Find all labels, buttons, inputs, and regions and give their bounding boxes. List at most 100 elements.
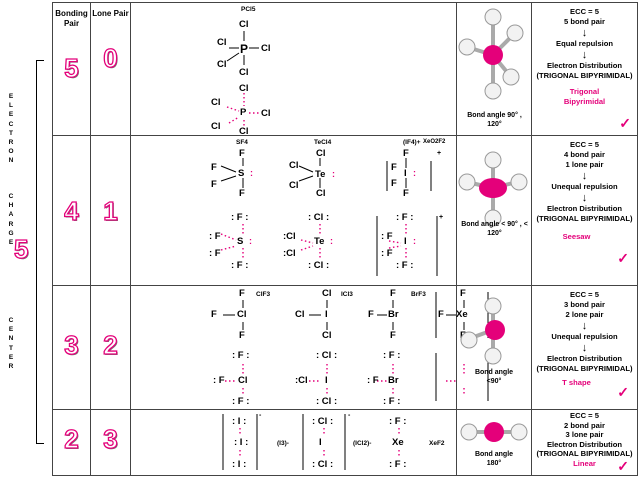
repulsion-type: Equal repulsion (556, 39, 613, 48)
seesaw-model (458, 151, 528, 227)
atom-label: : F : (389, 416, 407, 427)
side-letter: L (9, 102, 13, 110)
ecc-cell: ECC = 5 3 bond pair 2 lone pair ↓ Unequa… (531, 285, 638, 410)
atom-label: Te (315, 169, 326, 180)
down-arrow-icon: ↓ (581, 27, 588, 39)
molecular-geometry: Trigonal Bipyrimidal (563, 87, 606, 106)
atom-label: Cl (316, 188, 326, 199)
check-icon: ✓ (617, 458, 629, 474)
down-arrow-icon: ↓ (581, 49, 588, 61)
bond-lines (226, 31, 259, 129)
ecc-description: ECC = 5 2 bond pair 3 lone pair Electron… (532, 410, 637, 469)
atom-label: F (390, 288, 396, 299)
bond-pair-count: 5 bond pair (564, 17, 605, 26)
down-arrow-icon: ↓ (581, 320, 588, 332)
atom-label: : F (209, 231, 221, 242)
atom-label: S (237, 236, 244, 247)
ecc-value: ECC = 5 (570, 411, 599, 420)
molecule-name: TeCl4 (314, 139, 332, 146)
model-cell: Bond angle < 90° , < 120° (456, 135, 532, 286)
atom-label: Cl (238, 375, 248, 386)
bond-pair-count: 3 bond pair (564, 300, 605, 309)
model-cell: Bond angle 180° (456, 409, 532, 476)
molecular-geometry: Seesaw (562, 232, 591, 241)
down-arrow-icon: ↓ (581, 342, 588, 354)
structure-cell: PCl5 Cl Cl P Cl Cl Cl Cl Cl P (130, 2, 457, 137)
t-shape-model (460, 297, 505, 365)
molecule-name: XeF2 (429, 440, 445, 447)
repulsion-type: Unequal repulsion (551, 332, 618, 341)
atom-label: - (259, 412, 262, 419)
trigonal-bipyramidal-model (458, 8, 524, 100)
atom-label: Br (388, 309, 399, 320)
lone-pair-count: 3 lone pair (565, 430, 604, 440)
electron-distribution: Electron Distribution (TRIGONAL BIPYRIMI… (536, 204, 633, 223)
electron-distribution: Electron Distribution (TRIGONAL BIPYRIMI… (536, 354, 633, 373)
atom-label: Cl (289, 180, 299, 191)
molecular-geometry: T shape (562, 378, 591, 387)
bond-lines (220, 158, 438, 276)
bonding-count: 3 (64, 329, 80, 360)
atom-label: Cl (239, 19, 249, 30)
atom-label: F (390, 330, 396, 341)
atom-label: Cl (322, 288, 332, 299)
atom-label: : Cl : (316, 396, 338, 407)
side-letter: N (8, 335, 14, 343)
bond-angle: Bond angle 90° , 120° (467, 112, 522, 128)
ecc-description: ECC = 5 3 bond pair 2 lone pair ↓ Unequa… (532, 286, 637, 388)
atom-label: I (404, 168, 407, 179)
atom-label: Cl (211, 121, 221, 132)
atom-label: F (391, 178, 397, 189)
molecule-name: (ICl2)- (353, 440, 372, 447)
lone-count: 1 (103, 195, 119, 226)
atom-label: I (325, 309, 328, 320)
ecc-value: ECC = 5 (570, 7, 599, 16)
check-icon: ✓ (617, 384, 629, 400)
atom-label: Cl (316, 148, 326, 159)
ecc-description: ECC = 5 5 bond pair ↓ Equal repulsion ↓ … (532, 3, 637, 107)
vsepr-table: Bonding Pair 5 Lone Pair 0 PCl5 Cl (52, 2, 638, 476)
atom-label: : F (381, 248, 393, 259)
molecule-name: BrF3 (411, 291, 426, 298)
atom-label: F (438, 309, 444, 320)
side-letter: R (8, 363, 14, 371)
atom-label: Cl (217, 37, 227, 48)
atom-label: Te (314, 236, 325, 247)
atom-label: : F : (389, 459, 407, 470)
lone-count: 2 (103, 329, 119, 360)
atom-label: F (239, 288, 245, 299)
atom-label: F (239, 148, 245, 159)
lone-pair-header: Lone Pair (92, 9, 129, 18)
atom-label: : I : (232, 416, 247, 427)
down-arrow-icon: ↓ (581, 170, 588, 182)
atom-label: F (211, 162, 217, 173)
atom-label: + (437, 150, 442, 157)
atom-label: F (391, 162, 397, 173)
atom-label: F (211, 179, 217, 190)
bond-lines (222, 414, 400, 470)
structure-cell: ClF3 ICl3 BrF3 F (130, 285, 489, 410)
atom-label: Cl (261, 43, 271, 54)
row-5-0: Bonding Pair 5 Lone Pair 0 PCl5 Cl (52, 2, 638, 137)
bond-pair-count: 4 bond pair (564, 150, 605, 159)
atom-label: Cl (261, 108, 271, 119)
row-3-2: 3 2 ClF3 ICl3 BrF3 (52, 285, 638, 410)
lone-pair-dots: : (413, 236, 416, 246)
lone-pair-dots: : (250, 168, 253, 178)
atom-label: F (368, 309, 374, 320)
atom-label: : F (209, 248, 221, 259)
atom-label: Cl (217, 59, 227, 70)
side-letter: T (9, 129, 13, 137)
atom-label: :Cl (283, 231, 296, 242)
bonding-count: 5 (64, 52, 80, 83)
check-icon: ✓ (619, 115, 631, 131)
side-letter: E (8, 93, 14, 100)
atom-label: Cl (239, 83, 249, 94)
lone-pair-dots: : (330, 236, 333, 246)
bond-lines (223, 292, 489, 401)
atom-label: Cl (322, 330, 332, 341)
molecule-name: XeO2F2 (423, 139, 446, 145)
repulsion-type: Unequal repulsion (551, 182, 618, 191)
ecc-value: ECC = 5 (570, 290, 599, 299)
